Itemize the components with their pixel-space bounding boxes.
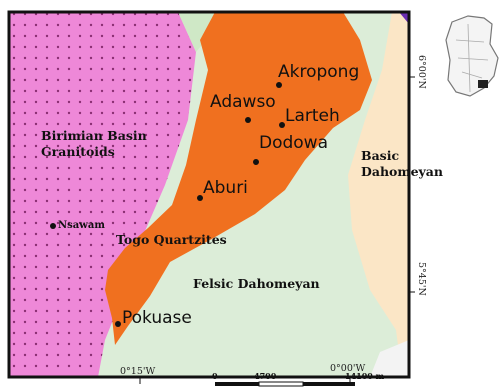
lon-label-left: 0°15'W xyxy=(120,366,156,377)
town-marker-akropong xyxy=(276,82,282,88)
town-label-nsawam: Nsawam xyxy=(58,220,105,231)
lat-label-top: 6°00'N xyxy=(416,55,427,89)
lat-label-bottom: 5°45'N xyxy=(416,262,427,296)
town-marker-dodowa xyxy=(253,159,259,165)
scale-label-zero: 0 xyxy=(212,371,218,381)
town-label-adawso: Adawso xyxy=(210,92,276,112)
scale-label-end: 14100 m xyxy=(345,371,385,381)
town-label-larteh: Larteh xyxy=(285,106,340,126)
scale-segment-3 xyxy=(303,382,355,386)
town-label-aburi: Aburi xyxy=(203,178,248,198)
town-label-dodowa: Dodowa xyxy=(259,133,329,153)
town-marker-nsawam xyxy=(50,223,56,229)
togo-quartzites-region xyxy=(105,12,372,345)
unit-label-granitoids-2: Granitoids xyxy=(41,144,115,159)
town-marker-pokuase xyxy=(115,321,121,327)
town-label-akropong: Akropong xyxy=(278,62,360,82)
unit-label-felsic: Felsic Dahomeyan xyxy=(193,276,320,291)
unit-label-quartzites: Togo Quartzites xyxy=(116,232,227,247)
scale-bar xyxy=(215,381,355,387)
unit-label-granitoids-1: Birimian Basin xyxy=(41,128,147,143)
inset-map xyxy=(445,15,499,97)
lower-corner-shade xyxy=(370,340,409,377)
scale-label-mid: 4700 xyxy=(254,371,277,381)
unit-label-basic-2: Dahomeyan xyxy=(361,164,443,179)
green-sliver xyxy=(178,12,220,52)
lon-label-right: 0°00'W xyxy=(330,363,366,374)
basic-dahomeyan-region xyxy=(348,12,409,377)
inset-inner-lines xyxy=(455,23,489,93)
scale-segment-1 xyxy=(215,382,259,386)
town-marker-adawso xyxy=(245,117,251,123)
map-frame xyxy=(7,10,411,379)
town-label-pokuase: Pokuase xyxy=(122,308,192,328)
town-marker-larteh xyxy=(279,122,285,128)
inset-study-area xyxy=(478,80,488,88)
granitoids-pattern xyxy=(9,12,196,377)
scale-segment-2 xyxy=(258,381,304,387)
town-marker-aburi xyxy=(197,195,203,201)
unit-label-basic-1: Basic xyxy=(361,148,400,163)
inset-country-outline xyxy=(445,15,499,97)
corner-mark xyxy=(399,12,409,24)
